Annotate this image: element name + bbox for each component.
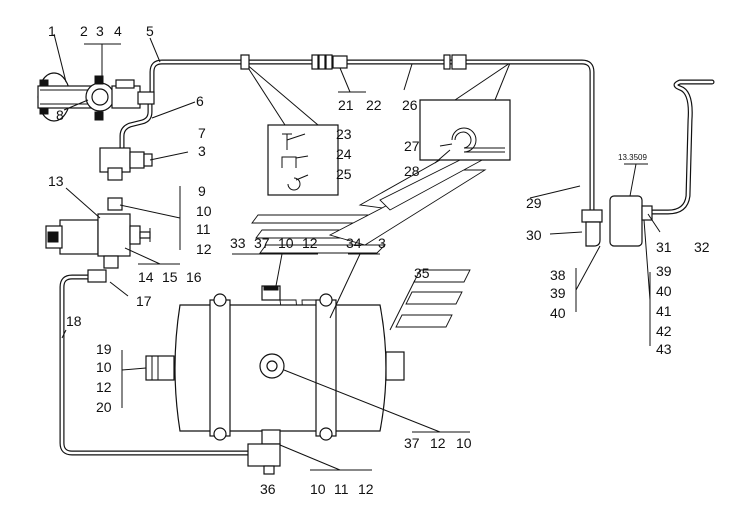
label-39b: 39 bbox=[656, 263, 672, 279]
label-20: 20 bbox=[96, 399, 112, 415]
label-18: 18 bbox=[66, 313, 82, 329]
label-31: 31 bbox=[656, 239, 672, 255]
label-8: 8 bbox=[56, 107, 64, 123]
label-12d: 12 bbox=[358, 481, 374, 497]
label-4: 4 bbox=[114, 23, 122, 39]
label-39a: 39 bbox=[550, 285, 566, 301]
label-41: 41 bbox=[656, 303, 672, 319]
label-12a: 12 bbox=[196, 241, 212, 257]
label-11b: 11 bbox=[334, 481, 349, 497]
air-tank bbox=[145, 285, 405, 475]
label-15: 15 bbox=[162, 269, 178, 285]
label-43: 43 bbox=[656, 341, 672, 357]
label-19: 19 bbox=[96, 341, 112, 357]
label-6: 6 bbox=[196, 93, 204, 109]
unloader-valve-13 bbox=[45, 197, 151, 283]
detail-box-pipe-clip bbox=[419, 62, 511, 164]
detail-box-clamp bbox=[244, 62, 339, 196]
label-10c: 10 bbox=[278, 235, 294, 251]
label-9: 9 bbox=[198, 183, 206, 199]
elbow-fitting-30 bbox=[581, 209, 603, 247]
label-34: 34 bbox=[346, 235, 362, 251]
label-37a: 37 bbox=[254, 235, 270, 251]
label-12c: 12 bbox=[302, 235, 318, 251]
label-40a: 40 bbox=[550, 305, 566, 321]
label-32: 32 bbox=[694, 239, 710, 255]
label-33: 33 bbox=[230, 235, 246, 251]
label-12e: 12 bbox=[430, 435, 446, 451]
detail-clip bbox=[281, 155, 309, 168]
top-line-fittings bbox=[240, 54, 467, 70]
label-42: 42 bbox=[656, 323, 672, 339]
label-1: 1 bbox=[48, 23, 56, 39]
label-25: 25 bbox=[336, 166, 352, 182]
label-10e: 10 bbox=[456, 435, 472, 451]
label-27: 27 bbox=[404, 138, 420, 154]
compressor-assembly bbox=[37, 72, 155, 122]
label-2: 2 bbox=[80, 23, 88, 39]
label-12b: 12 bbox=[96, 379, 112, 395]
label-26: 26 bbox=[402, 97, 418, 113]
label-11a: 11 bbox=[196, 221, 211, 237]
label-13: 13 bbox=[48, 173, 64, 189]
label-10b: 10 bbox=[96, 359, 112, 375]
label-22: 22 bbox=[366, 97, 382, 113]
label-3b: 3 bbox=[198, 143, 206, 159]
valve-assembly-7 bbox=[99, 147, 153, 181]
label-35: 35 bbox=[414, 265, 430, 281]
label-24: 24 bbox=[336, 146, 352, 162]
label-16: 16 bbox=[186, 269, 202, 285]
component-box-31 bbox=[609, 195, 653, 247]
detail-clamp-ring bbox=[287, 174, 309, 191]
part-labels: 1 2 3 4 5 6 8 7 3 13 9 10 11 12 14 15 16… bbox=[48, 23, 710, 497]
label-17: 17 bbox=[136, 293, 152, 309]
label-36: 36 bbox=[260, 481, 276, 497]
label-29: 29 bbox=[526, 195, 542, 211]
label-23: 23 bbox=[336, 126, 352, 142]
label-21: 21 bbox=[338, 97, 354, 113]
label-40b: 40 bbox=[656, 283, 672, 299]
label-30: 30 bbox=[526, 227, 542, 243]
label-7: 7 bbox=[198, 125, 206, 141]
label-14: 14 bbox=[138, 269, 154, 285]
label-10a: 10 bbox=[196, 203, 212, 219]
label-3c: 3 bbox=[378, 235, 386, 251]
reference-tag: 13.3509 bbox=[618, 153, 647, 162]
label-38: 38 bbox=[550, 267, 566, 283]
label-28: 28 bbox=[404, 163, 420, 179]
label-3: 3 bbox=[96, 23, 104, 39]
label-10d: 10 bbox=[310, 481, 326, 497]
label-37b: 37 bbox=[404, 435, 420, 451]
detail-bolt bbox=[282, 133, 306, 150]
pipe-lines bbox=[59, 59, 715, 456]
label-5: 5 bbox=[146, 23, 154, 39]
leader-lines bbox=[53, 33, 661, 471]
